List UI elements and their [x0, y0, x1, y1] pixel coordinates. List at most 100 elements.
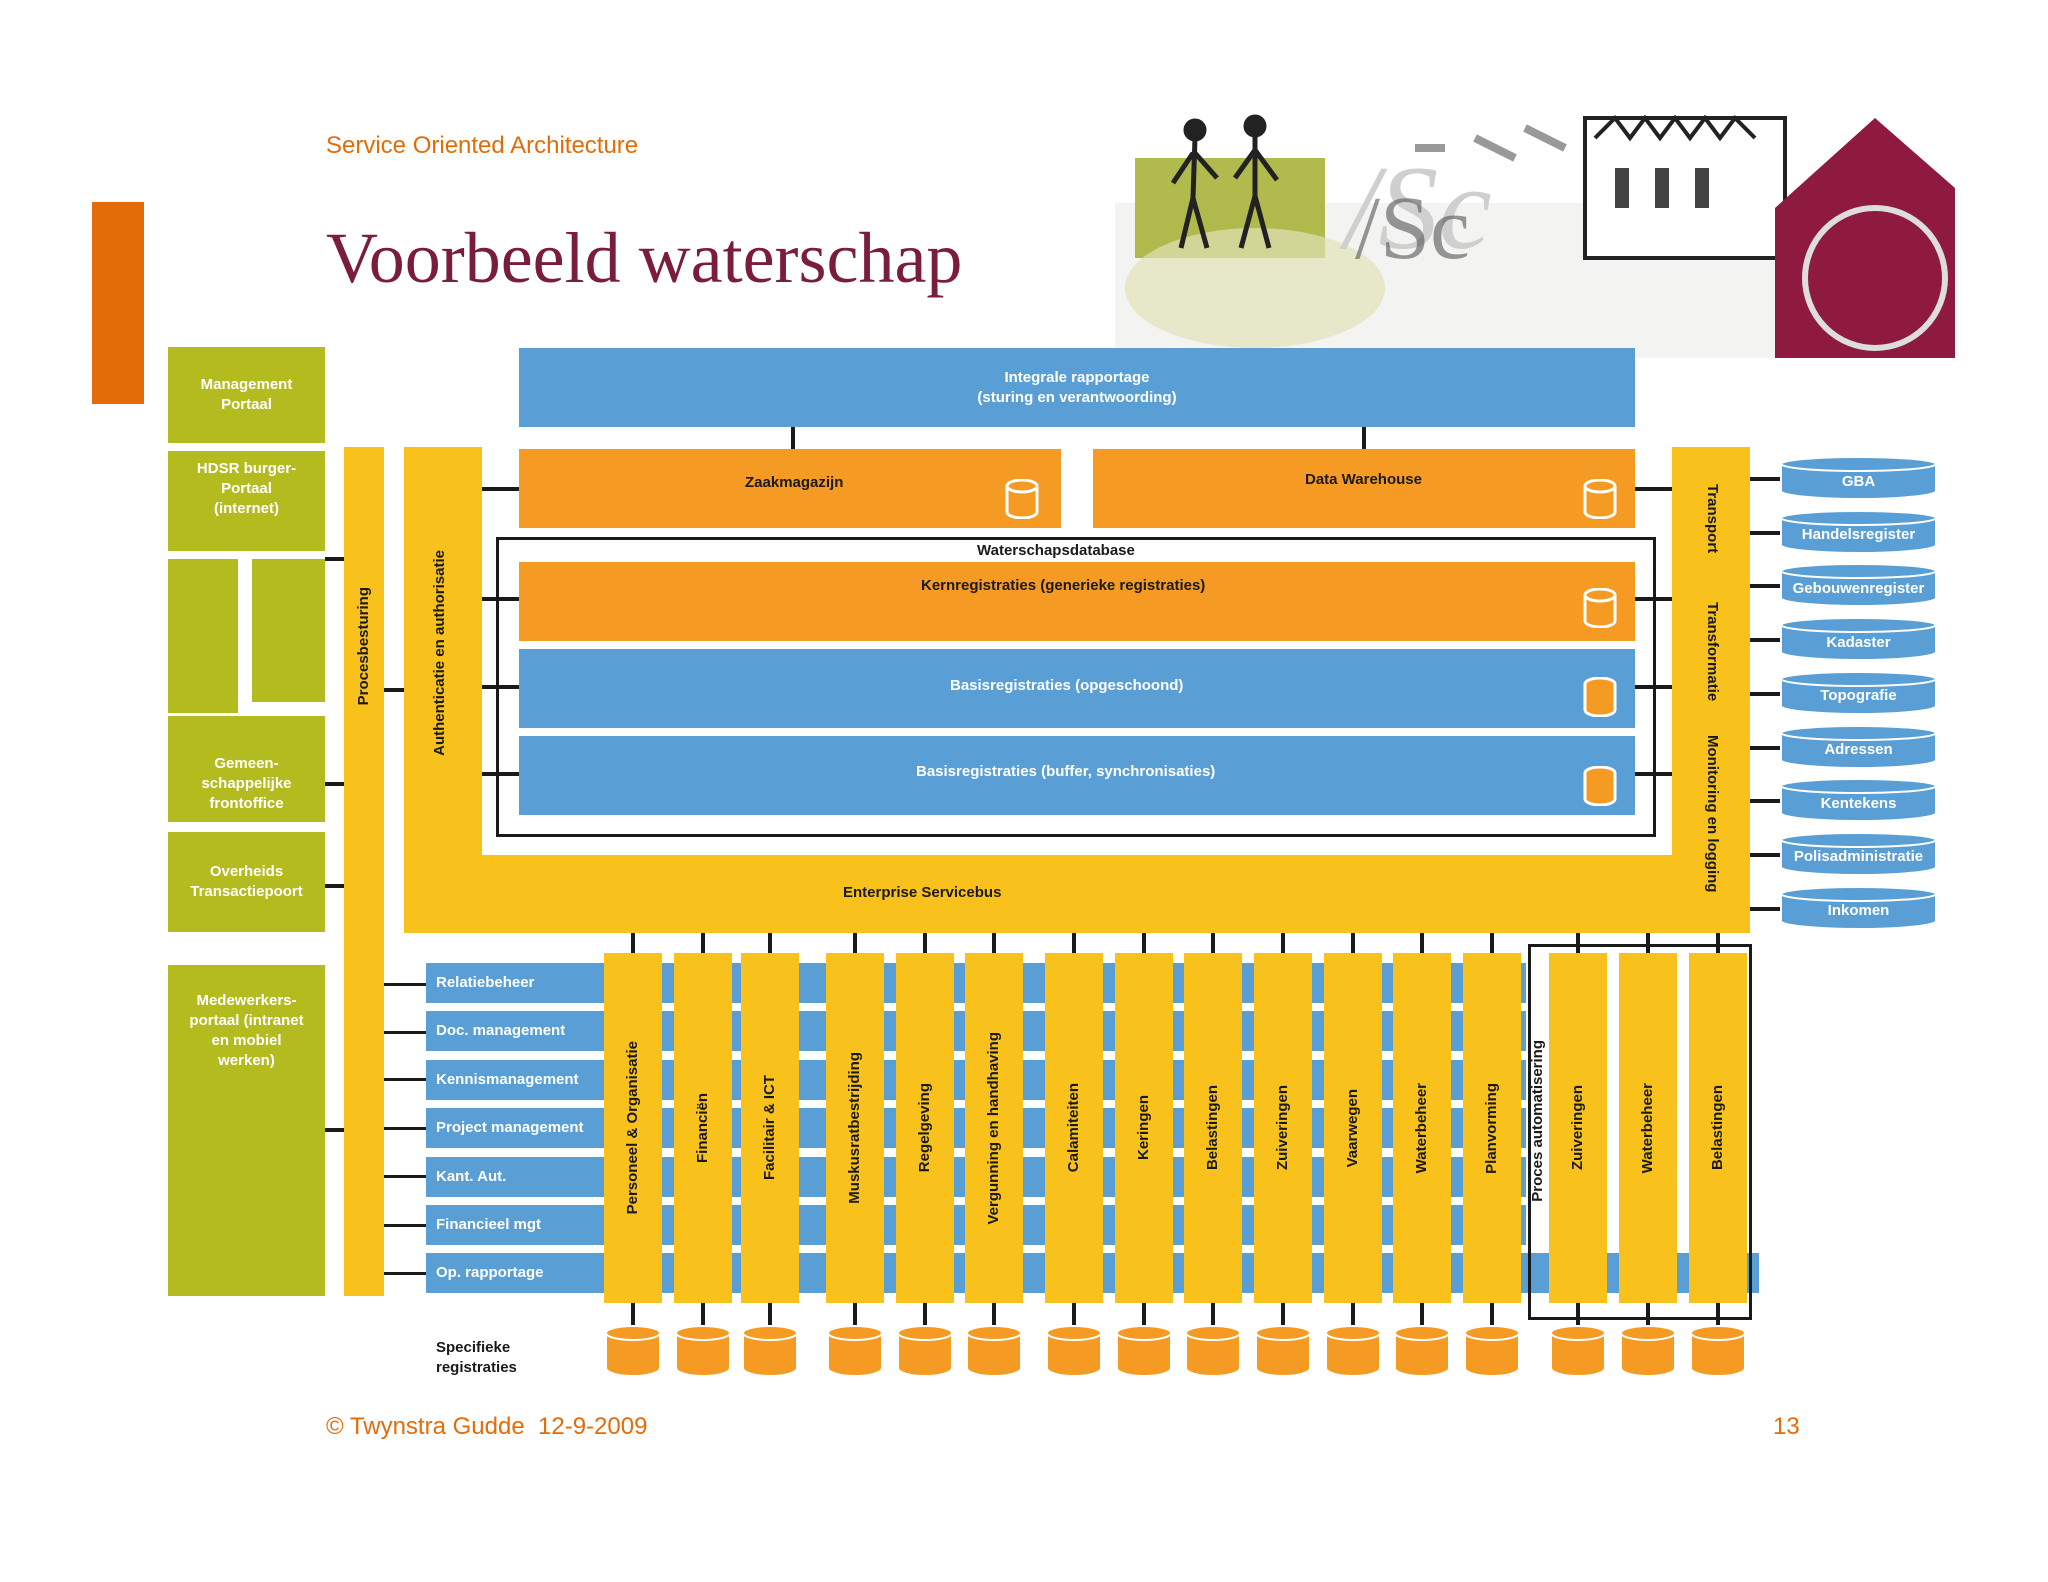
portal-connector-gap-3	[168, 551, 325, 559]
authenticatie-label: Authenticatie en authorisatie	[431, 550, 448, 756]
process-column: Waterbeheer	[1619, 953, 1677, 1303]
connector	[1351, 1303, 1355, 1325]
monitoring-label: Monitoring en logging	[1704, 735, 1721, 893]
external-registry: Topografie	[1780, 670, 1937, 715]
connector	[1635, 772, 1672, 776]
connector	[1281, 1303, 1285, 1325]
process-column: Keringen	[1115, 953, 1173, 1303]
zaakmagazijn-label: Zaakmagazijn	[745, 474, 844, 491]
connector	[1750, 584, 1780, 589]
database-cylinder-icon	[1046, 1325, 1102, 1377]
database-cylinder-icon	[1464, 1325, 1520, 1377]
connector	[384, 1031, 426, 1034]
process-column: Vaarwegen	[1324, 953, 1382, 1303]
process-column: Zuiveringen	[1254, 953, 1312, 1303]
external-registry: GBA	[1780, 456, 1937, 500]
external-registry: Polisadministratie	[1780, 831, 1937, 876]
database-icon	[1583, 588, 1617, 628]
specific-registry	[966, 1325, 1022, 1377]
specific-registry	[675, 1325, 731, 1377]
connector	[1211, 1303, 1215, 1325]
waterschapsdatabase-label: Waterschapsdatabase	[977, 542, 1135, 559]
connector	[482, 597, 519, 601]
procesbesturing-label: Procesbesturing	[355, 587, 372, 706]
connector	[701, 933, 705, 953]
connector	[701, 1303, 705, 1325]
database-cylinder-icon	[1620, 1325, 1676, 1377]
transformatie-label: Transformatie	[1704, 602, 1721, 702]
process-column: Muskusratbestrijding	[826, 953, 884, 1303]
connector	[791, 427, 795, 449]
connector	[1576, 933, 1580, 953]
process-column: Waterbeheer	[1393, 953, 1451, 1303]
specific-registry	[1690, 1325, 1746, 1377]
connector	[1211, 933, 1215, 953]
connector	[1490, 933, 1494, 953]
specific-registry	[1464, 1325, 1520, 1377]
connector	[1750, 906, 1780, 911]
connector	[384, 1272, 426, 1275]
database-cylinder-icon	[1780, 778, 1937, 823]
database-cylinder-icon	[1780, 831, 1937, 876]
medewerkersportaal: Medewerkers- portaal (intranet en mobiel…	[168, 965, 325, 1296]
data-warehouse-label: Data Warehouse	[1305, 471, 1422, 488]
basisregistraties-buffer: Basisregistraties (buffer, synchronisati…	[519, 736, 1635, 815]
accent-bar	[92, 202, 144, 404]
specific-registry	[1255, 1325, 1311, 1377]
process-column: Belastingen	[1184, 953, 1242, 1303]
external-registry-label: Handelsregister	[1801, 526, 1916, 544]
connector	[1420, 933, 1424, 953]
connector	[384, 1175, 426, 1178]
database-cylinder-icon	[1780, 724, 1937, 769]
service-bar-label: Kant. Aut.	[436, 1167, 507, 1185]
connector	[631, 1303, 635, 1325]
process-column: Zuiveringen	[1549, 953, 1607, 1303]
external-registry-label: Kadaster	[1826, 633, 1891, 651]
database-cylinder-icon	[827, 1325, 883, 1377]
enterprise-servicebus-label: Enterprise Servicebus	[843, 884, 1002, 901]
process-column-label: Calamiteiten	[1065, 1083, 1082, 1173]
database-icon	[1583, 479, 1617, 519]
database-cylinder-icon	[742, 1325, 798, 1377]
connector	[325, 1128, 345, 1132]
process-column-label: Keringen	[1135, 1095, 1152, 1161]
service-bar-label: Op. rapportage	[436, 1264, 544, 1282]
database-cylinder-icon	[1550, 1325, 1606, 1377]
connector	[1142, 1303, 1146, 1325]
connector	[1362, 427, 1366, 449]
process-column: Vergunning en handhaving	[965, 953, 1023, 1303]
process-column: Financiën	[674, 953, 732, 1303]
connector	[923, 933, 927, 953]
specific-registry	[897, 1325, 953, 1377]
external-registry-label: GBA	[1841, 472, 1876, 490]
page-number: 13	[1773, 1413, 1800, 1440]
proces-automatisering-frame	[1528, 944, 1752, 1320]
connector	[1750, 745, 1780, 750]
process-column-label: Vergunning en handhaving	[985, 1031, 1002, 1225]
connector	[384, 1078, 426, 1081]
connector	[384, 1224, 426, 1227]
connector	[325, 884, 345, 888]
service-bar-label: Kennismanagement	[436, 1070, 579, 1088]
connector	[1646, 1303, 1650, 1325]
process-column-label: Vaarwegen	[1344, 1088, 1361, 1168]
basisregistraties-buffer-label: Basisregistraties (buffer, synchronisati…	[916, 763, 1216, 780]
kernregistraties-label: Kernregistraties (generieke registraties…	[921, 577, 1206, 594]
overheids-transactiepoort: Overheids Transactiepoort	[168, 832, 325, 932]
database-cylinder-icon	[1780, 885, 1937, 930]
process-column-label: Zuiveringen	[1274, 1085, 1291, 1171]
management-portaal: Management Portaal	[168, 347, 325, 443]
portal-connector-gap-2	[238, 702, 330, 716]
database-icon	[1583, 677, 1617, 717]
process-column-label: Personeel & Organisatie	[624, 1041, 641, 1215]
connector	[853, 1303, 857, 1325]
database-cylinder-icon	[1780, 670, 1937, 715]
connector	[992, 1303, 996, 1325]
transport-label: Transport	[1704, 484, 1721, 554]
process-column: Personeel & Organisatie	[604, 953, 662, 1303]
connector	[853, 933, 857, 953]
database-cylinder-icon	[1780, 509, 1937, 554]
service-bar-label: Financieel mgt	[436, 1216, 542, 1233]
database-cylinder-icon	[1116, 1325, 1172, 1377]
process-column-label: Muskusratbestrijding	[846, 1052, 863, 1204]
